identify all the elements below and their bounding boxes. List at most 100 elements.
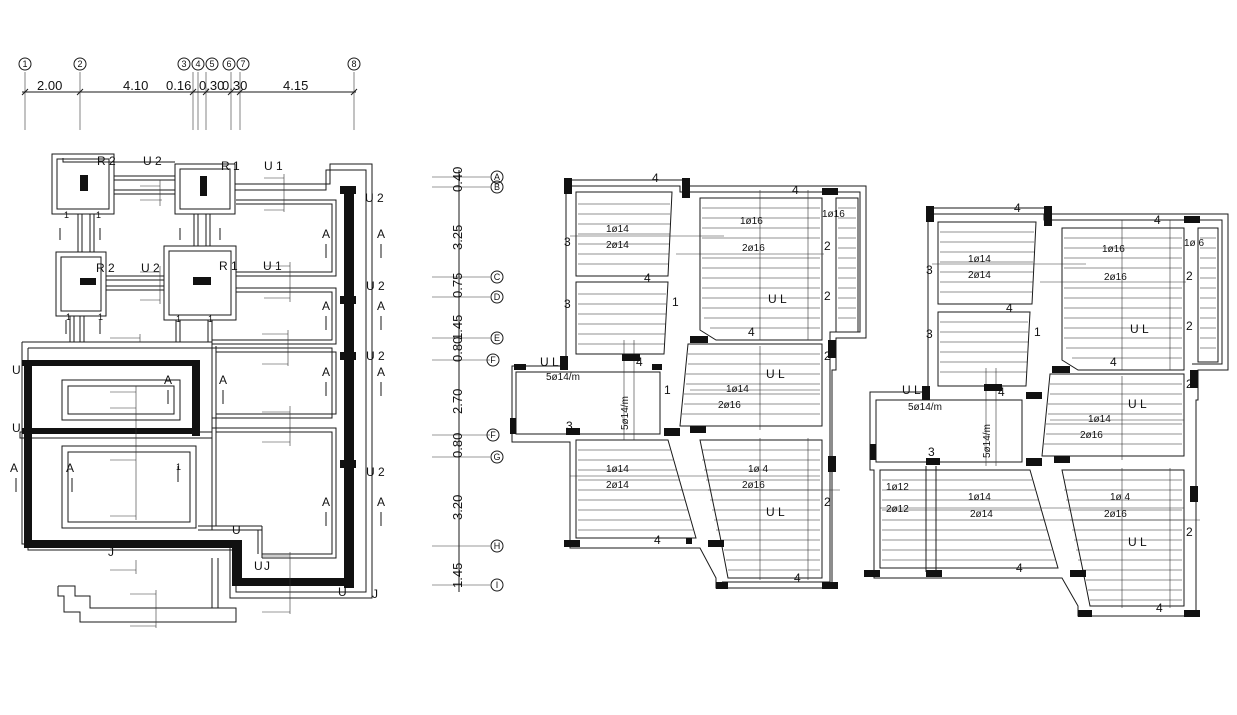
tag-u-3: U	[338, 585, 347, 599]
slab-b-mark-15: 1	[1034, 325, 1041, 339]
tag-u-1: U	[232, 523, 241, 537]
tag-u-2: U	[254, 559, 263, 573]
tag-j-3: J	[372, 587, 378, 601]
slab-a-mark-6: 4	[654, 533, 661, 547]
slab-a-mark-9: 3	[564, 297, 571, 311]
grid-bubble-a: A	[494, 172, 500, 182]
dim-x-1: 2.00	[37, 78, 62, 93]
wall-label-u2-e: U 2	[12, 363, 31, 377]
dim-y-2: 3.25	[450, 225, 465, 250]
wall-label-u2-f: U 2	[12, 421, 31, 435]
section-mark-a-4: A	[377, 299, 385, 313]
slab-b-note-6: 1ø14	[1088, 414, 1111, 425]
footing-label-r1-top: R 1	[221, 159, 240, 173]
slab-b-note-14: 5ø14/m	[908, 402, 942, 413]
grid-bubble-b: B	[494, 182, 500, 192]
slab-b-mark-10: 3	[928, 445, 935, 459]
section-mark-a-6: A	[377, 365, 385, 379]
section-mark-a-10: A	[66, 461, 74, 475]
slab-a-note-4: 2ø16	[742, 243, 765, 254]
slab-plan-b: 1ø14 2ø14 1ø16 2ø16 1ø 6 1ø14 2ø16 1ø12 …	[864, 201, 1229, 617]
slab-b-mark-19: U L	[902, 383, 921, 397]
slab-a-mark-3: 4	[644, 271, 651, 285]
arrow-num-1: 1	[64, 210, 69, 220]
footing-label-u2-top: U 2	[143, 154, 162, 168]
slab-b-note-7: 2ø16	[1080, 430, 1103, 441]
slab-b-note-1: 1ø14	[968, 254, 991, 265]
slab-a-mark-14: 2	[824, 495, 831, 509]
dim-y-8: 3.20	[450, 495, 465, 520]
section-mark-a-7: A	[322, 495, 330, 509]
section-mark-a-2: A	[377, 227, 385, 241]
slab-a-note-13: 5ø14/m	[620, 396, 631, 430]
dim-y-3: 0.75	[450, 273, 465, 298]
slab-b-note-3: 1ø16	[1102, 244, 1125, 255]
section-mark-a-12: A	[219, 373, 227, 387]
section-mark-a-9: A	[10, 461, 18, 475]
arrow-num-3: 1	[66, 312, 71, 322]
grid-bubble-f1: F	[490, 355, 496, 365]
slab-b-note-15: 5ø14/m	[982, 424, 993, 458]
slab-b-note-8: 1ø12	[886, 482, 909, 493]
dim-x-5: 0.30	[222, 78, 247, 93]
slab-a-note-2: 2ø14	[606, 240, 629, 251]
slab-b-mark-2: 4	[1154, 213, 1161, 227]
grid-bubble-5: 5	[209, 59, 214, 69]
slab-b-mark-9: 3	[926, 327, 933, 341]
grid-bubble-4: 4	[195, 59, 200, 69]
section-mark-a-1: A	[322, 227, 330, 241]
slab-b-mark-7: 4	[1156, 601, 1163, 615]
slab-a-mark-10: 3	[566, 419, 573, 433]
slab-a-mark-18: U L	[766, 367, 785, 381]
slab-a-mark-4: 4	[748, 325, 755, 339]
grid-y-axis: A B C D E F F G H I 0.40 3.25 0.75 1.45 …	[432, 167, 504, 592]
slab-a-mark-12: 2	[824, 289, 831, 303]
dim-y-7: 0.80	[450, 433, 465, 458]
arrow-num-5: 1	[176, 314, 181, 324]
wall-label-u2-b: U 2	[366, 279, 385, 293]
slab-plan-a: 1ø14 2ø14 1ø16 2ø16 1ø16 1ø14 2ø16 1ø14 …	[510, 171, 867, 589]
grid-bubble-c: C	[494, 272, 501, 282]
tag-j-1: J	[264, 559, 270, 573]
dim-y-9: 1.45	[450, 563, 465, 588]
slab-b-mark-11: 2	[1186, 269, 1193, 283]
slab-b-mark-5: 4	[998, 385, 1005, 399]
slab-a-note-12: 5ø14/m	[546, 372, 580, 383]
slab-b-mark-4: 4	[1110, 355, 1117, 369]
slab-a-mark-7: 4	[794, 571, 801, 585]
footing-label-r2-mid: R 2	[96, 261, 115, 275]
slab-a-mark-13: 2	[824, 349, 831, 363]
footing-label-u2-mid: U 2	[141, 261, 160, 275]
slab-b-note-12: 1ø 4	[1110, 492, 1130, 503]
footing-label-r2-top: R 2	[97, 154, 116, 168]
slab-a-note-3: 1ø16	[740, 216, 763, 227]
slab-b-mark-14: 2	[1186, 525, 1193, 539]
slab-a-note-6: 1ø14	[726, 384, 749, 395]
dim-x-3: 0.16	[166, 78, 191, 93]
slab-b-note-5: 1ø 6	[1184, 238, 1204, 249]
slab-b-note-4: 2ø16	[1104, 272, 1127, 283]
slab-b-mark-3: 4	[1006, 301, 1013, 315]
grid-bubble-f2: F	[490, 430, 496, 440]
slab-b-mark-1: 4	[1014, 201, 1021, 215]
grid-bubble-g: G	[493, 452, 500, 462]
dim-x-6: 4.15	[283, 78, 308, 93]
slab-b-mark-8: 3	[926, 263, 933, 277]
slab-a-note-11: 2ø16	[742, 480, 765, 491]
wall-label-u2-a: U 2	[365, 191, 384, 205]
slab-a-mark-11: 2	[824, 239, 831, 253]
section-mark-a-8: A	[377, 495, 385, 509]
dim-y-6: 2.70	[450, 389, 465, 414]
slab-a-note-8: 1ø14	[606, 464, 629, 475]
wall-label-u2-c: U 2	[366, 349, 385, 363]
slab-b-mark-13: 2	[1186, 377, 1193, 391]
slab-b-mark-16: U L	[1130, 322, 1149, 336]
grid-bubble-6: 6	[226, 59, 231, 69]
dim-y-4: 1.45	[450, 315, 465, 340]
grid-bubble-e: E	[494, 333, 500, 343]
slab-a-note-1: 1ø14	[606, 224, 629, 235]
slab-a-mark-1: 4	[652, 171, 659, 185]
slab-b-note-11: 2ø14	[970, 509, 993, 520]
arrow-num-6: 1	[208, 314, 213, 324]
